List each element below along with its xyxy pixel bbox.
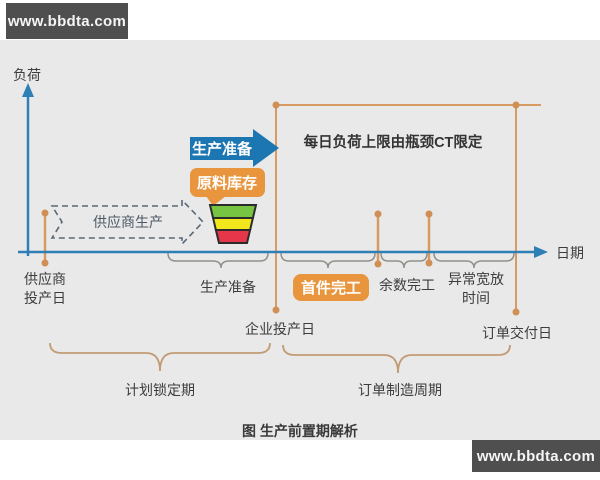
funnel-yellow-band [211, 217, 255, 231]
milestone-dot [512, 308, 520, 316]
first-piece-done-badge [293, 274, 369, 301]
supplier-production-label: 供应商生产 [93, 214, 163, 230]
milestone-dot [512, 101, 520, 109]
milestone-dot [425, 210, 433, 218]
abnormal-allowance-label-line2: 时间 [462, 290, 490, 306]
order-manufacturing-period-label: 订单制造周期 [358, 382, 442, 398]
raw-material-inventory-label: 原料库存 [197, 174, 257, 192]
milestone-dot [272, 101, 280, 109]
abnormal-allowance-label-line1: 异常宽放 [448, 271, 504, 287]
brace-order-manufacturing-period [282, 344, 511, 374]
order-delivery-label: 订单交付日 [482, 325, 552, 341]
watermark-bottom: www.bbdta.com [472, 440, 600, 472]
production-prep-arrow [190, 129, 279, 167]
supplier-start-label-line1: 供应商 [24, 271, 66, 287]
milestone-dot [41, 259, 49, 267]
x-axis-label: 日期 [556, 245, 584, 261]
funnel-red-band [214, 229, 252, 244]
supplier-start-label-line2: 投产日 [24, 290, 66, 306]
milestone-dot [272, 306, 280, 314]
watermark-top: www.bbdta.com [6, 3, 128, 39]
brace-remainder [380, 252, 428, 269]
callout-tail-icon [206, 196, 226, 206]
supplier-production-dashed-arrow [50, 198, 205, 246]
brace-plan-lock-period [49, 342, 271, 372]
funnel-green-band [208, 204, 258, 219]
plan-lock-period-label: 计划锁定期 [125, 382, 195, 398]
figure-caption: 图 生产前置期解析 [242, 423, 358, 439]
production-prep-arrow-label: 生产准备 [192, 140, 253, 158]
milestone-dot [374, 210, 382, 218]
brace-first-piece [280, 252, 376, 269]
milestone-dot [425, 259, 433, 267]
enterprise-start-label: 企业投产日 [245, 321, 315, 337]
y-axis-arrowhead-icon [22, 83, 34, 97]
watermark-top-text: www.bbdta.com [7, 12, 127, 30]
y-axis-label: 负荷 [13, 67, 41, 83]
raw-material-inventory-callout [190, 168, 265, 197]
brace-allowance [433, 252, 515, 269]
milestone-dot [374, 260, 382, 268]
milestone-dot [41, 209, 49, 217]
brace-production-prep [167, 252, 269, 269]
x-axis-arrowhead-icon [534, 246, 548, 258]
production-prep-label: 生产准备 [200, 279, 256, 295]
first-piece-done-label: 首件完工 [301, 279, 361, 297]
watermark-bottom-text: www.bbdta.com [476, 447, 596, 465]
remainder-done-label: 余数完工 [379, 277, 435, 293]
daily-load-limit-label: 每日负荷上限由瓶颈CT限定 [304, 133, 483, 151]
diagram-background [0, 40, 600, 440]
